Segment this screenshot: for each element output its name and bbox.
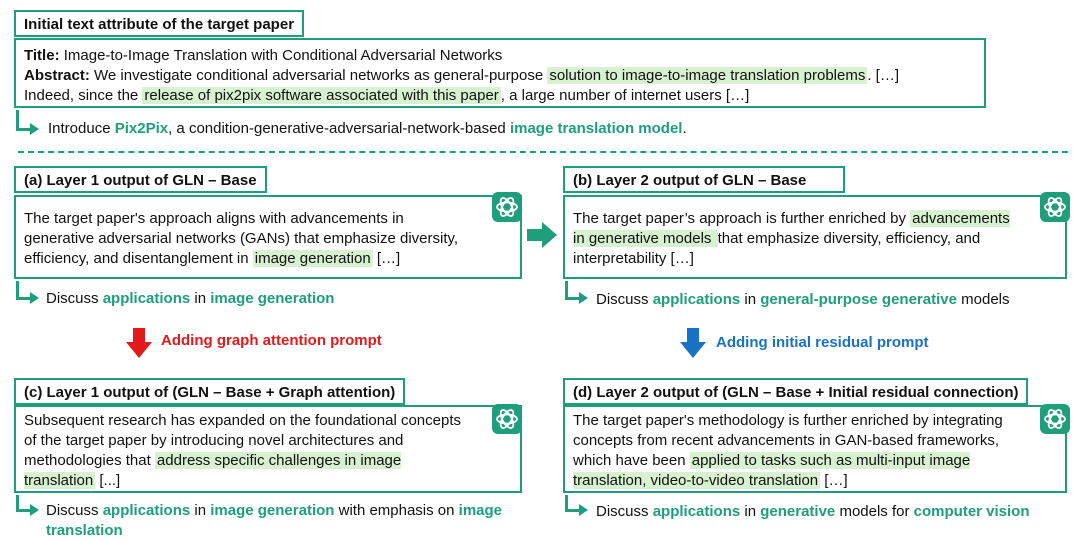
box-c-text: Subsequent research has expanded on the … <box>24 412 461 489</box>
box-c: Subsequent research has expanded on the … <box>14 405 522 493</box>
initial-residual-prompt-label: Adding initial residual prompt <box>716 334 929 351</box>
box-c-output-connector <box>16 495 33 512</box>
box-d: The target paper's methodology is furthe… <box>563 405 1067 493</box>
box-b-output-text: Discuss applications in general-purpose … <box>596 291 1010 308</box>
box-a-output-connector <box>16 281 33 300</box>
box-d-text: The target paper's methodology is furthe… <box>573 412 1003 489</box>
section-divider <box>18 151 1068 153</box>
top-output-text: Introduce Pix2Pix, a condition-generativ… <box>48 120 687 137</box>
box-b-text: The target paper’s approach is further e… <box>573 210 1010 267</box>
box-a: The target paper's approach aligns with … <box>14 195 522 279</box>
chatgpt-logo-icon <box>492 404 522 434</box>
box-d-output-arrow-icon <box>579 504 588 516</box>
top-header: Initial text attribute of the target pap… <box>14 10 305 37</box>
top-output-connector <box>16 110 33 131</box>
box-c-output-text: Discuss applications in image generation… <box>46 502 503 539</box>
abstract-line: Abstract: We investigate conditional adv… <box>24 67 900 84</box>
box-a-text: The target paper's approach aligns with … <box>24 210 459 267</box>
graph-attention-prompt-label: Adding graph attention prompt <box>161 332 382 349</box>
down-arrow-blue-icon <box>680 328 706 358</box>
box-c-output-arrow-icon <box>30 504 39 516</box>
abstract-line-2: Indeed, since the release of pix2pix sof… <box>24 87 750 104</box>
a-to-b-arrow-icon <box>527 222 557 248</box>
top-output-arrow-icon <box>30 123 39 135</box>
title-line: Title: Image-to-Image Translation with C… <box>24 47 503 64</box>
box-b-output-connector <box>565 281 582 300</box>
box-a-header: (a) Layer 1 output of GLN – Base <box>14 166 267 193</box>
box-b: The target paper’s approach is further e… <box>563 195 1067 279</box>
chatgpt-logo-icon <box>492 192 522 222</box>
box-d-output-connector <box>565 495 582 512</box>
box-c-header: (c) Layer 1 output of (GLN – Base + Grap… <box>14 378 406 405</box>
box-a-output-text: Discuss applications in image generation <box>46 290 335 307</box>
box-d-header: (d) Layer 2 output of (GLN – Base + Init… <box>563 378 1029 405</box>
box-d-output-text: Discuss applications in generative model… <box>596 503 1030 520</box>
chatgpt-logo-icon <box>1040 404 1070 434</box>
box-a-output-arrow-icon <box>30 292 39 304</box>
box-b-output-arrow-icon <box>579 292 588 304</box>
down-arrow-red-icon <box>126 328 152 358</box>
top-text-box: Title: Image-to-Image Translation with C… <box>14 38 986 108</box>
chatgpt-logo-icon <box>1040 192 1070 222</box>
box-b-header: (b) Layer 2 output of GLN – Base <box>563 166 845 193</box>
